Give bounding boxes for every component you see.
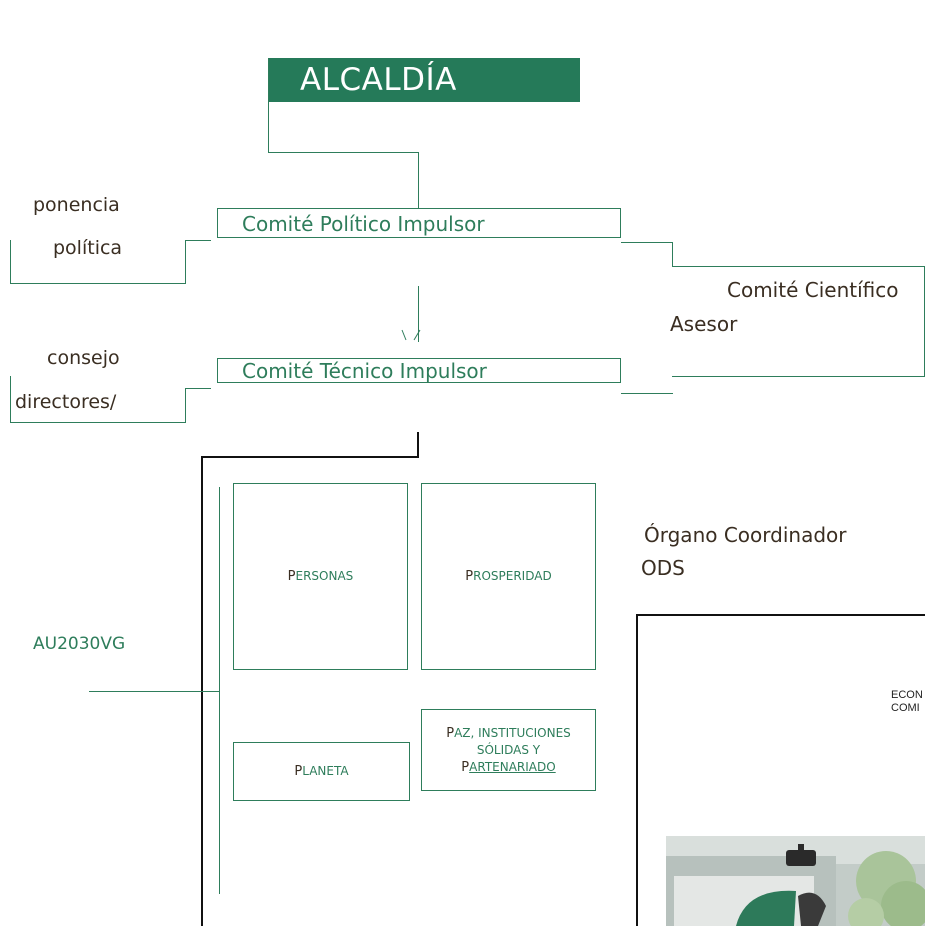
pillar-label-line1: AZ, INSTITUCIONES bbox=[454, 725, 571, 740]
connector-line bbox=[89, 691, 220, 692]
photo-illustration bbox=[666, 836, 925, 926]
connector-line bbox=[10, 422, 186, 423]
pillar-initial: P bbox=[446, 725, 455, 741]
arrow-marker bbox=[401, 329, 421, 341]
connector-line bbox=[621, 242, 673, 243]
connector-line bbox=[10, 240, 11, 283]
alcaldia-box: ALCALDÍA bbox=[268, 58, 580, 102]
frame-top-line bbox=[636, 614, 925, 616]
label-au2030vg: AU2030VG bbox=[33, 634, 126, 654]
organo-label-line2: ODS bbox=[641, 556, 685, 580]
connector-line bbox=[672, 376, 925, 377]
pillar-label: LANETA bbox=[302, 764, 349, 778]
pillar-label-line2: SÓLIDAS Y bbox=[476, 742, 541, 757]
clipped-text: ECON COMI bbox=[891, 689, 923, 715]
clipped-text-line1: ECON bbox=[891, 689, 923, 701]
pillar-label-line3: ARTENARIADO bbox=[469, 759, 556, 774]
clipped-text-line2: COMI bbox=[891, 702, 920, 714]
connector-line bbox=[418, 286, 419, 342]
connector-line bbox=[268, 58, 269, 153]
pillar-planeta: PLANETA bbox=[233, 742, 410, 801]
connector-line bbox=[621, 393, 673, 394]
connector-line bbox=[672, 242, 673, 267]
comite-tecnico-label: Comité Técnico Impulsor bbox=[242, 359, 487, 383]
pillar-initial: P bbox=[461, 759, 470, 775]
pillar-initial: P bbox=[294, 764, 303, 779]
connector-line bbox=[201, 456, 419, 458]
comite-cientifico-label: Comité Científico bbox=[727, 278, 899, 302]
pillar-paz: PAZ, INSTITUCIONES SÓLIDAS Y PARTENARIAD… bbox=[421, 709, 596, 791]
label-consejo: consejo bbox=[47, 347, 120, 369]
label-directores: directores/ bbox=[15, 391, 117, 413]
comite-tecnico-box: Comité Técnico Impulsor bbox=[217, 358, 621, 383]
connector-line bbox=[672, 266, 925, 267]
connector-line bbox=[418, 152, 419, 209]
connector-line bbox=[10, 283, 186, 284]
connector-line bbox=[10, 376, 11, 423]
pillar-prosperidad: PROSPERIDAD bbox=[421, 483, 596, 670]
pillar-personas: PERSONAS bbox=[233, 483, 408, 670]
comite-politico-box: Comité Político Impulsor bbox=[217, 208, 621, 238]
connector-line bbox=[185, 240, 186, 284]
organo-label: Órgano Coordinador bbox=[644, 523, 847, 547]
pillar-initial: P bbox=[465, 569, 474, 584]
label-politica: política bbox=[53, 237, 123, 259]
connector-line bbox=[268, 152, 419, 153]
connector-line bbox=[185, 240, 211, 241]
pillar-label: ERSONAS bbox=[295, 569, 354, 583]
connector-line bbox=[219, 487, 220, 894]
pillar-initial: P bbox=[287, 569, 296, 584]
connector-line bbox=[417, 432, 419, 457]
frame-left-line bbox=[636, 614, 638, 926]
alcaldia-title: ALCALDÍA bbox=[300, 62, 457, 98]
event-photo bbox=[666, 836, 925, 926]
comite-politico-label: Comité Político Impulsor bbox=[242, 212, 485, 236]
connector-line bbox=[185, 388, 186, 423]
pillar-label: ROSPERIDAD bbox=[473, 569, 552, 583]
label-ponencia: ponencia bbox=[33, 194, 120, 216]
connector-line bbox=[185, 388, 211, 389]
comite-cientifico-label-line2: Asesor bbox=[670, 312, 738, 336]
